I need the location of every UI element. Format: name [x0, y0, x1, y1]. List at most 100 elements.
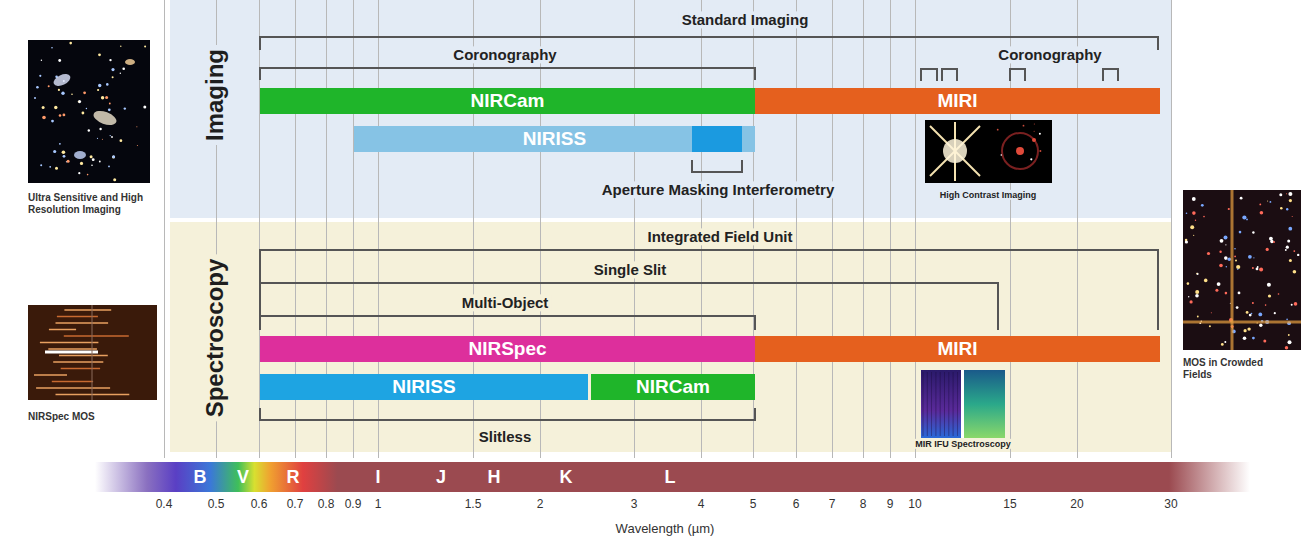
image-ground [28, 305, 157, 400]
star-dot [63, 155, 66, 158]
ifu-stripe [931, 372, 932, 436]
star-dot [1215, 289, 1218, 292]
star-dot [110, 135, 111, 136]
star-dot [137, 145, 138, 146]
panel-title: Spectroscopy [201, 255, 229, 422]
spectrum-trace [40, 342, 99, 344]
bracket [260, 250, 1158, 330]
star-dot [1285, 346, 1288, 349]
star-dot [97, 89, 99, 91]
star-dot [1190, 300, 1193, 303]
shutter-bar [1231, 190, 1234, 350]
instrument-name: MIRI [937, 90, 977, 112]
starburst [930, 122, 980, 181]
star-dot [88, 129, 90, 131]
star-dot [143, 106, 146, 109]
tick-label: 9 [887, 498, 894, 512]
instrument-bar: MIRI [755, 88, 1160, 114]
star-dot [102, 139, 103, 140]
star-dot [1270, 201, 1272, 203]
star-dot [53, 150, 56, 153]
star-dot [1244, 329, 1247, 332]
grid-line [1077, 0, 1078, 458]
image-caption: Ultra Sensitive and High Resolution Imag… [28, 192, 158, 215]
wavelength-grid [165, 0, 1172, 458]
star-dot [51, 47, 53, 49]
star-dot [90, 155, 93, 158]
star-dot [1273, 241, 1275, 243]
bracket [260, 408, 755, 420]
tick-label: 3 [631, 498, 638, 512]
spectroscopy-panel: SpectroscopyNIRSpecMIRINIRISSNIRCam [170, 222, 1172, 452]
tick-label: 30 [1164, 498, 1177, 512]
star-dot [1288, 340, 1292, 344]
star-dot [1197, 316, 1199, 318]
galaxy [92, 108, 119, 127]
star-dot [97, 138, 98, 139]
star-dot [105, 96, 108, 99]
star-dot [1252, 337, 1255, 340]
star-dot [1294, 302, 1298, 306]
star-dot [1259, 267, 1263, 271]
instrument-name: NIRCam [471, 90, 545, 112]
instrument-name: NIRISS [523, 128, 586, 150]
mos-spectra-image [28, 305, 157, 400]
star-dot [1292, 216, 1293, 217]
star-dot [1239, 231, 1242, 234]
bracket-label: Multi-Object [459, 294, 552, 311]
star-dot [1236, 306, 1239, 309]
instrument-bar: NIRISS [260, 374, 588, 400]
star-dot [1289, 259, 1292, 262]
star-dot [1246, 311, 1249, 314]
star-dot [69, 42, 72, 45]
panel-title: Imaging [201, 45, 229, 145]
planet [1016, 147, 1024, 155]
tick-label: 15 [1003, 498, 1016, 512]
band-letter: L [665, 467, 676, 488]
tick-label: 8 [860, 498, 867, 512]
band-letter: J [436, 467, 446, 488]
star-dot [1266, 248, 1269, 251]
spectroscopy-panel-ground [170, 222, 1172, 452]
bracket-label: Single Slit [591, 261, 670, 278]
star-dot [80, 162, 83, 165]
star-dot [1225, 292, 1228, 295]
star-dot [1293, 270, 1297, 274]
spectrum-band [95, 462, 1250, 492]
star-dot [99, 128, 101, 130]
image-ground [28, 40, 150, 183]
tick-label: 1.5 [465, 498, 482, 512]
star-dot [1274, 312, 1276, 314]
tick-label: 0.9 [345, 498, 362, 512]
star-dot [1291, 304, 1293, 306]
star-dot [41, 60, 42, 61]
tick-label: 7 [829, 498, 836, 512]
star-dot [59, 143, 61, 145]
instrument-bar: NIRISS [354, 126, 755, 152]
star-dot [1195, 294, 1199, 298]
bracket-label: Aperture Masking Interferometry [599, 181, 838, 198]
tick-label: 0.7 [287, 498, 304, 512]
star-dot [1039, 150, 1041, 152]
star-dot [1234, 248, 1236, 250]
star-dot [1192, 211, 1196, 215]
star-dot [1259, 324, 1262, 327]
spectrum-trace [56, 322, 109, 324]
star-dot [36, 86, 39, 89]
star-dot [1270, 240, 1273, 243]
star-dot [101, 96, 104, 99]
star-dot [78, 172, 80, 174]
bracket [921, 69, 937, 81]
star-dot [1286, 193, 1287, 194]
image-ground [925, 120, 1052, 183]
star-dot [1263, 340, 1266, 343]
instrument-name: NIRISS [392, 376, 455, 398]
star-dot [1188, 296, 1189, 297]
star-core [943, 139, 967, 163]
star-dot [1192, 197, 1196, 201]
star-dot [1193, 235, 1194, 236]
star-dot [136, 126, 137, 127]
star-dot [1252, 267, 1254, 269]
ifu-stripe [935, 372, 936, 436]
